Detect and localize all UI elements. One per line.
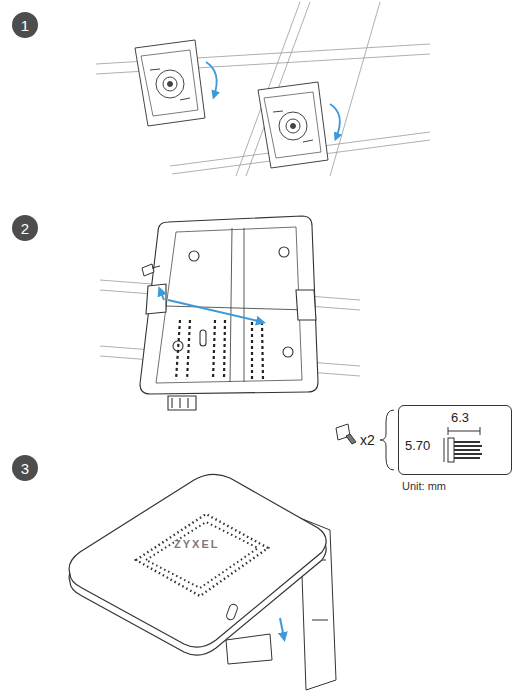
unit-note: Unit: mm xyxy=(402,480,446,492)
brand-logo: ZYXEL xyxy=(174,538,219,550)
step-number: 1 xyxy=(12,12,38,38)
ceiling-clip xyxy=(135,40,205,126)
rotate-arrow xyxy=(206,62,340,138)
step-number: 3 xyxy=(12,455,38,481)
screw-icon xyxy=(336,424,356,444)
slide-arrow xyxy=(280,618,284,638)
ceiling-clip xyxy=(258,82,328,168)
dimension-value: 5.70 xyxy=(405,438,430,453)
quantity-label: x2 xyxy=(360,432,375,448)
access-point xyxy=(69,474,326,655)
step-label: 2 xyxy=(21,220,29,237)
insert-arrow xyxy=(160,290,262,322)
mounting-bracket xyxy=(140,216,318,410)
step-label: 3 xyxy=(21,460,29,477)
screw xyxy=(142,264,160,276)
dimension-value: 6.3 xyxy=(451,410,469,425)
step-label: 1 xyxy=(21,17,29,34)
dimension-lines xyxy=(444,427,482,462)
step-number: 2 xyxy=(12,215,38,241)
dimension-box: 6.3 5.70 xyxy=(398,405,512,475)
ceiling-rails xyxy=(96,2,430,176)
brace xyxy=(380,410,394,470)
vent-slots xyxy=(176,320,263,380)
